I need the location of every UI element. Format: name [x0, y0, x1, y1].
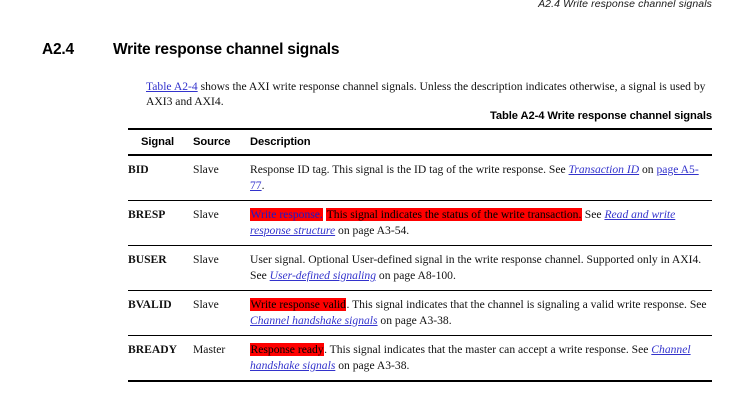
cell-signal: BUSER — [128, 245, 193, 291]
cross-reference-link[interactable]: Channel handshake signals — [250, 313, 378, 327]
column-header-description: Description — [250, 128, 712, 156]
cell-description: Write response. This signal indicates th… — [250, 200, 712, 246]
cell-source: Slave — [193, 200, 250, 246]
section-title: Write response channel signals — [113, 41, 340, 58]
highlighted-text: Response ready — [250, 343, 325, 356]
cross-reference-link[interactable]: page A5-77 — [250, 163, 699, 192]
running-header: A2.4 Write response channel signals — [538, 0, 712, 10]
section-number: A2.4 — [42, 41, 74, 58]
page-title: A2.4 Write response channel signals — [42, 41, 702, 59]
cross-reference-link[interactable]: User-defined signaling — [269, 268, 376, 282]
column-header-source: Source — [193, 128, 250, 156]
highlighted-text: Write response valid — [250, 298, 347, 311]
table-header-row: Signal Source Description — [128, 128, 712, 156]
cell-description: Write response valid. This signal indica… — [250, 290, 712, 336]
intro-paragraph: Table A2-4 shows the AXI write response … — [146, 79, 712, 110]
cell-source: Master — [193, 335, 250, 382]
cell-description: Response ready. This signal indicates th… — [250, 335, 712, 382]
cell-description: User signal. Optional User-defined signa… — [250, 245, 712, 291]
cross-reference-link[interactable]: Transaction ID — [568, 163, 640, 176]
cell-signal: BID — [128, 155, 193, 201]
intro-body: shows the AXI write response channel sig… — [146, 79, 706, 109]
cell-signal: BREADY — [128, 335, 193, 382]
table-reference-link[interactable]: Table A2-4 — [146, 79, 198, 93]
cross-reference-link[interactable]: Channel handshake signals — [250, 343, 691, 372]
column-header-signal: Signal — [128, 128, 193, 156]
cell-description: Response ID tag. This signal is the ID t… — [250, 155, 712, 201]
highlighted-text: Write response. — [250, 208, 324, 221]
cell-signal: BVALID — [128, 290, 193, 336]
cell-source: Slave — [193, 245, 250, 291]
table-caption: Table A2-4 Write response channel signal… — [490, 110, 712, 122]
cell-signal: BRESP — [128, 200, 193, 246]
cross-reference-link[interactable]: Read and write response structure — [250, 208, 676, 237]
cell-source: Slave — [193, 290, 250, 336]
cell-source: Slave — [193, 155, 250, 201]
highlighted-text: This signal indicates the status of the … — [326, 208, 582, 221]
